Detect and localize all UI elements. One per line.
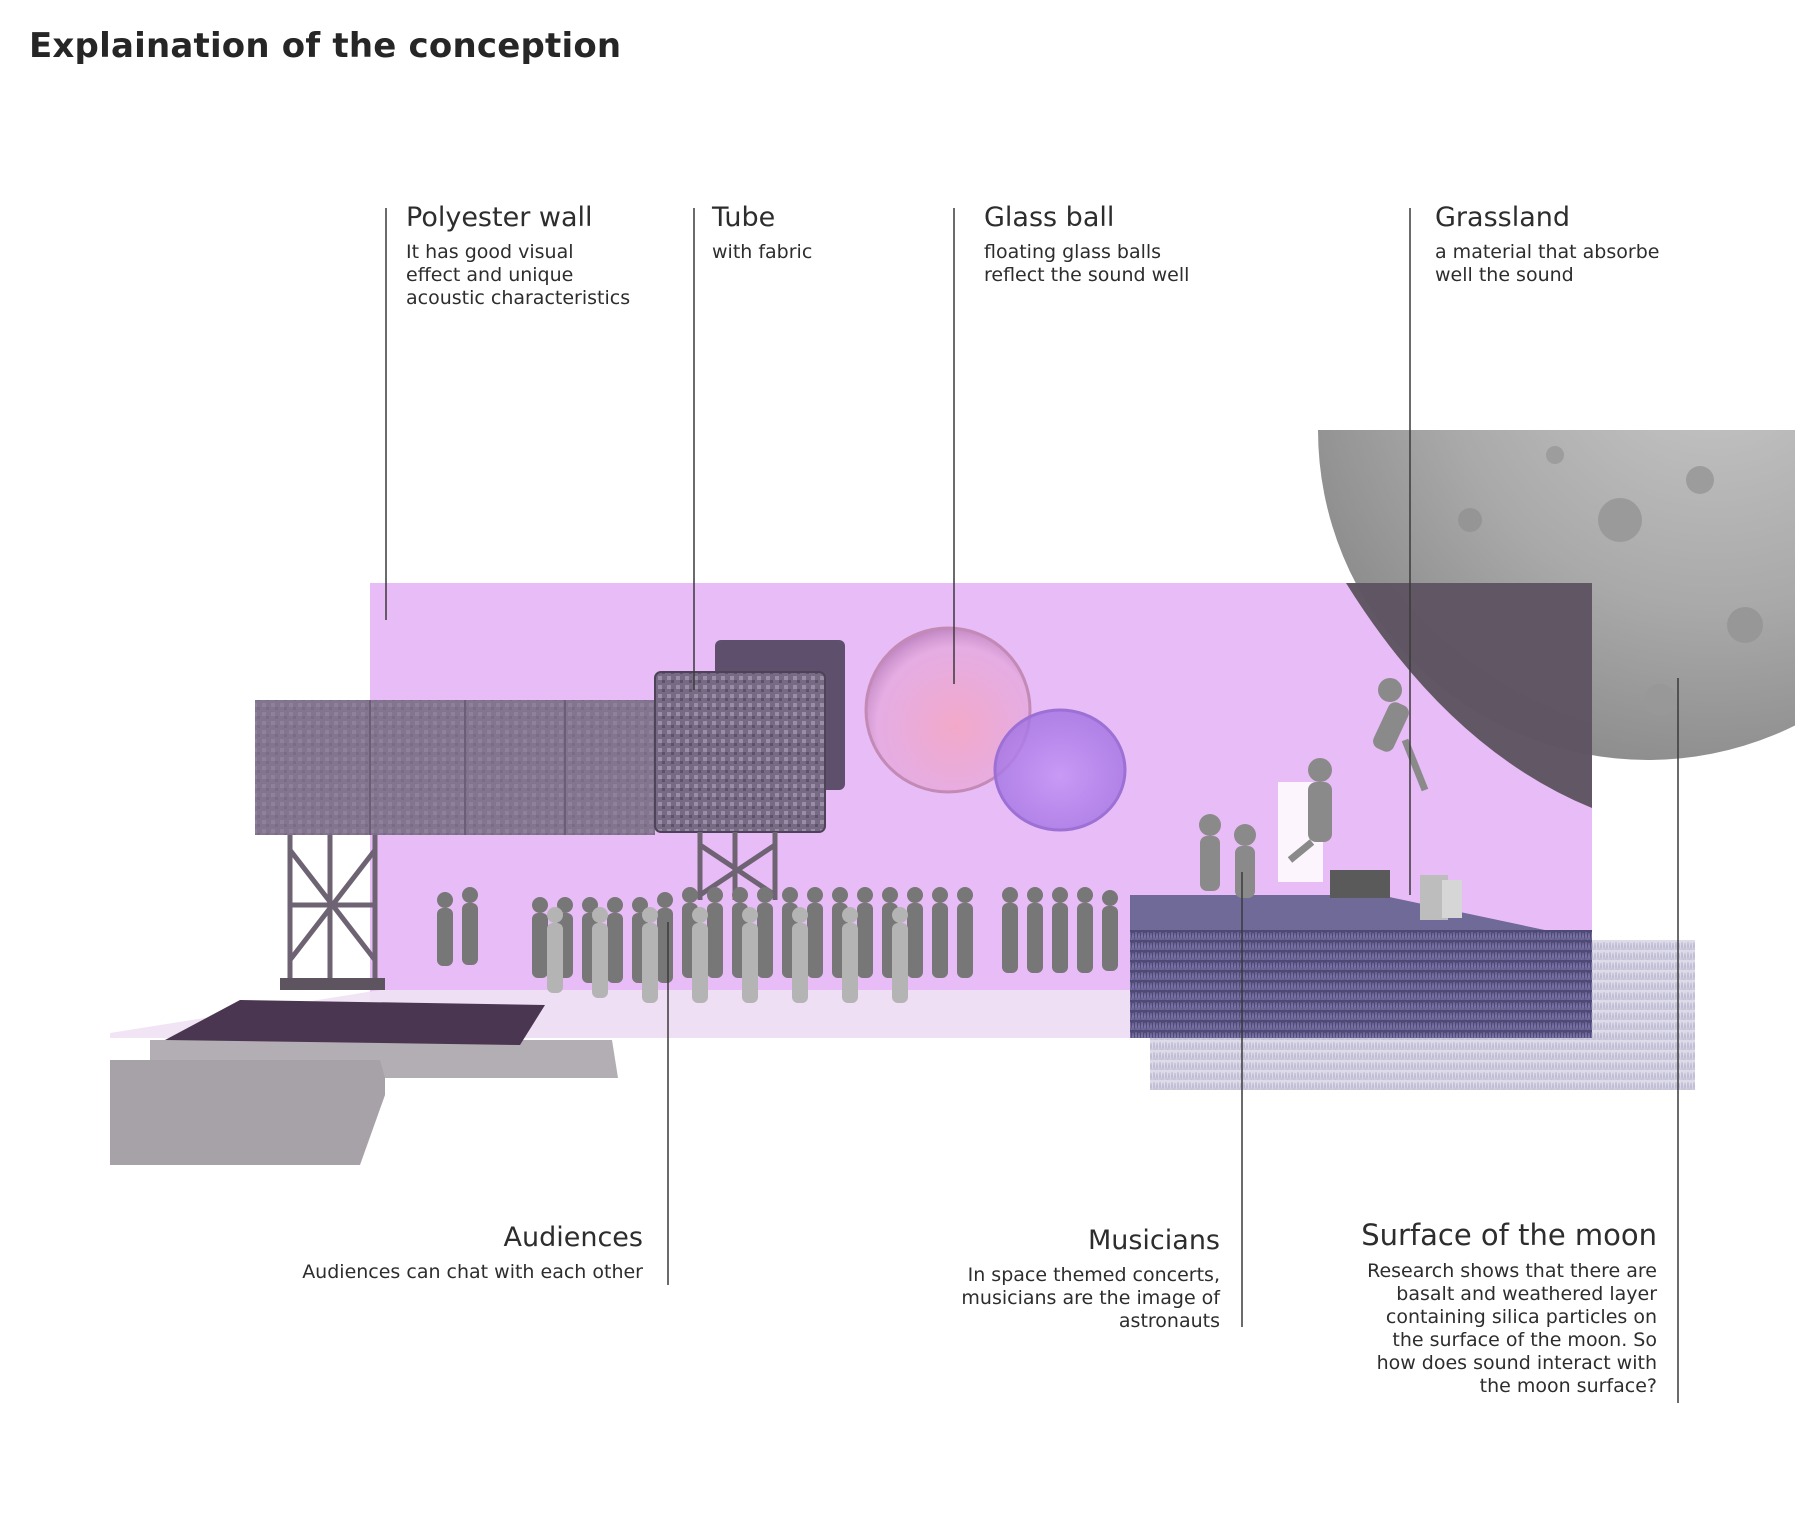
audience-figure-icon — [1052, 887, 1068, 973]
label-line: well the sound — [1435, 264, 1574, 286]
audience-figure-icon — [707, 887, 723, 978]
label-heading: Musicians — [1087, 1225, 1220, 1256]
astronaut-figure-icon — [1199, 814, 1221, 891]
audience-figure-icon — [857, 887, 873, 978]
audience-figure-icon — [437, 892, 453, 966]
audience-figure-icon — [532, 897, 548, 978]
label-heading: Audiences — [503, 1222, 643, 1253]
audience-figure-icon — [932, 887, 948, 978]
label-line: musicians are the image of — [961, 1287, 1220, 1309]
audience-figure-icon — [892, 907, 908, 1003]
label-line: astronauts — [1118, 1310, 1220, 1332]
audience-figure-icon — [757, 887, 773, 978]
label-grassland: Grassland a material that absorbe well t… — [1435, 202, 1659, 287]
glass-ball-violet — [993, 708, 1127, 832]
label-line: floating glass balls — [984, 241, 1162, 263]
astronaut-figure-icon — [1234, 824, 1256, 898]
audience-figure-icon — [1077, 887, 1093, 973]
label-line: In space themed concerts, — [967, 1264, 1220, 1286]
label-heading: Tube — [712, 202, 776, 233]
label-heading: Polyester wall — [406, 202, 593, 233]
audience-figure-icon — [1102, 890, 1118, 971]
page-title: Explaination of the conception — [29, 26, 622, 66]
label-surface-of-the-moon: Surface of the moon Research shows that … — [1361, 1218, 1657, 1398]
audience-figure-icon — [657, 892, 673, 983]
label-tube: Tube with fabric — [712, 202, 812, 264]
label-line: Audiences can chat with each other — [302, 1261, 643, 1283]
audience-figure-icon — [1027, 887, 1043, 973]
leader-lines — [385, 208, 1679, 1403]
label-line: Research shows that there are — [1367, 1260, 1657, 1282]
audience-figure-icon — [742, 907, 758, 1003]
audience-figure-icon — [642, 907, 658, 1003]
truss-base — [280, 978, 385, 990]
truss-icon — [287, 832, 778, 980]
label-line: effect and unique — [406, 264, 574, 286]
label-audiences: Audiences Audiences can chat with each o… — [302, 1222, 643, 1284]
audience-group — [437, 887, 1118, 983]
floor-fragment — [150, 1040, 618, 1078]
label-polyester-wall: Polyester wall It has good visual effect… — [406, 202, 630, 310]
audience-figure-icon — [907, 887, 923, 978]
audience-figure-icon — [692, 907, 708, 1003]
drum-kit — [1330, 870, 1390, 898]
label-line: containing silica particles on — [1385, 1306, 1657, 1328]
label-glass-ball: Glass ball floating glass balls reflect … — [984, 202, 1189, 287]
label-line: a material that absorbe — [1435, 241, 1660, 263]
label-line: It has good visual — [406, 241, 574, 263]
audience-figure-icon — [842, 907, 858, 1003]
audience-figure-icon — [807, 887, 823, 978]
musicians — [1199, 678, 1429, 898]
label-heading: Glass ball — [984, 202, 1115, 233]
label-line: the moon surface? — [1479, 1375, 1657, 1397]
audience-figure-icon — [792, 907, 808, 1003]
tube — [255, 640, 845, 835]
astronaut-figure-icon — [1373, 678, 1429, 792]
audience-figure-icon — [957, 887, 973, 978]
label-line: basalt and weathered layer — [1396, 1283, 1657, 1305]
audience-figure-icon — [462, 887, 478, 965]
audience-figure-icon — [607, 897, 623, 983]
label-line: with fabric — [712, 241, 813, 263]
moon-shadow — [1346, 583, 1592, 808]
label-line: acoustic characteristics — [406, 287, 631, 309]
audience-figure-icon — [592, 907, 608, 998]
astronaut-figure-icon — [1287, 758, 1332, 863]
label-line: how does sound interact with — [1376, 1352, 1657, 1374]
grass-stage — [1130, 930, 1592, 1038]
audience-figure-icon — [547, 907, 563, 993]
label-heading: Grassland — [1435, 202, 1570, 233]
label-line: the surface of the moon. So — [1392, 1329, 1657, 1351]
floor-fragment — [110, 1060, 385, 1165]
audience-figure-icon — [1002, 887, 1018, 973]
floor-reflection — [165, 1000, 545, 1045]
label-line: reflect the sound well — [984, 264, 1190, 286]
audience-group-front — [547, 907, 908, 1003]
speaker — [1442, 880, 1462, 918]
label-heading: Surface of the moon — [1361, 1218, 1657, 1252]
glass-ball-pink — [864, 626, 1032, 794]
label-musicians: Musicians In space themed concerts, musi… — [961, 1225, 1220, 1333]
